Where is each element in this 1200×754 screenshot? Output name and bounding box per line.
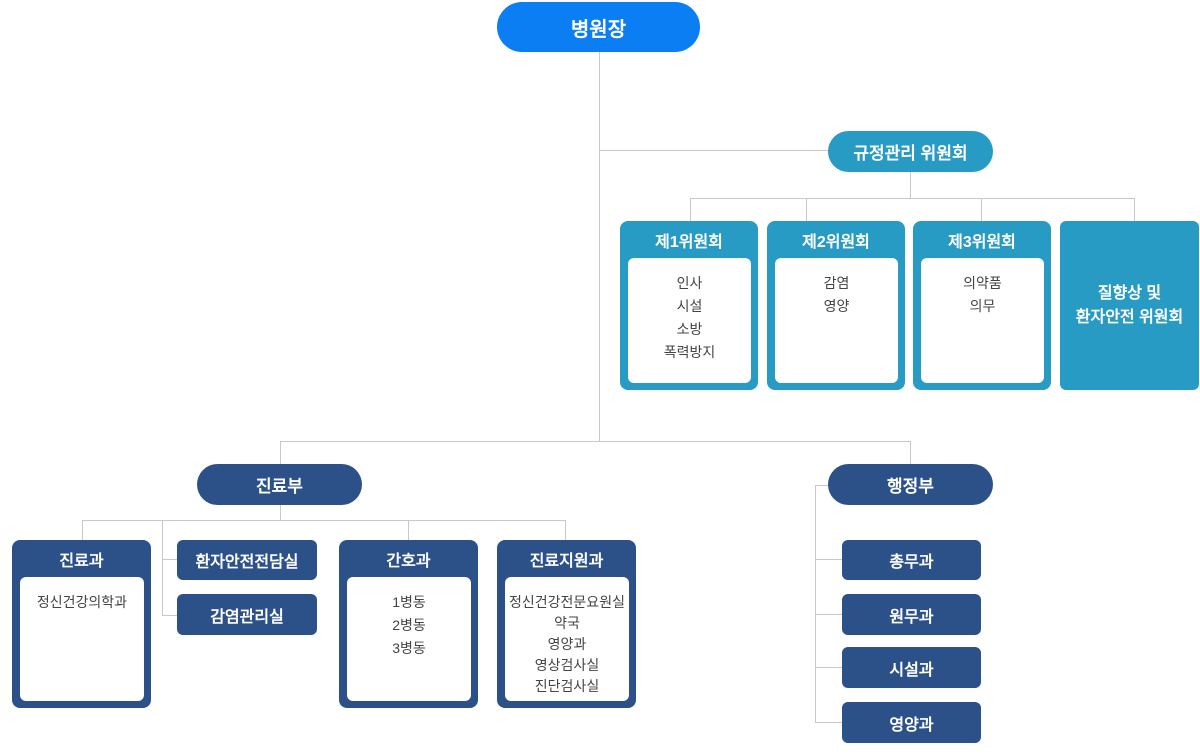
item: 2병동	[392, 617, 426, 633]
item: 영양	[823, 298, 850, 314]
item: 의약품	[963, 275, 1002, 291]
nursing-items: 1병동 2병동 3병동	[347, 577, 471, 701]
medical-dept-node[interactable]: 진료부	[197, 464, 362, 505]
label-line: 질향상 및	[1097, 284, 1162, 302]
connector	[910, 172, 911, 198]
director-node[interactable]: 병원장	[497, 2, 700, 52]
connector	[690, 198, 691, 221]
subcommittee-3[interactable]: 제3위원회 의약품 의무	[913, 221, 1051, 390]
subcommittee-1[interactable]: 제1위원회 인사 시설 소방 폭력방지	[620, 221, 758, 390]
nursing-box[interactable]: 간호과 1병동 2병동 3병동	[339, 540, 478, 708]
item: 3병동	[392, 640, 426, 656]
item: 감염	[823, 275, 850, 291]
connector	[815, 667, 842, 668]
item: 영양과	[547, 636, 587, 652]
quality-safety-committee[interactable]: 질향상 및 환자안전 위원회	[1060, 221, 1199, 390]
admin-dept-node[interactable]: 행정부	[828, 464, 993, 505]
connector	[162, 615, 177, 616]
patient-safety-office[interactable]: 환자안전전담실	[177, 540, 317, 580]
clinic-items: 정신건강의학과	[20, 577, 144, 701]
subcommittee-2[interactable]: 제2위원회 감염 영양	[767, 221, 905, 390]
item: 약국	[554, 615, 580, 631]
connector	[815, 485, 828, 486]
general-affairs-node[interactable]: 총무과	[842, 540, 981, 580]
item: 인사	[676, 275, 703, 291]
connector	[162, 520, 163, 616]
nursing-title: 간호과	[386, 552, 431, 570]
support-title: 진료지원과	[529, 552, 604, 570]
connector	[910, 441, 911, 464]
connector	[280, 441, 911, 442]
item: 소방	[676, 321, 703, 337]
subcommittee-title: 제3위원회	[948, 233, 1016, 251]
clinic-title: 진료과	[59, 552, 104, 570]
connector	[408, 520, 409, 540]
clinic-box[interactable]: 진료과 정신건강의학과	[12, 540, 151, 708]
connector	[599, 150, 829, 151]
committee-node[interactable]: 규정관리 위원회	[828, 131, 993, 172]
facilities-node[interactable]: 시설과	[842, 647, 981, 688]
nutrition-node[interactable]: 영양과	[842, 702, 981, 743]
support-items: 정신건강전문요원실 약국 영양과 영상검사실 진단검사실	[505, 577, 629, 701]
subcommittee-title: 제2위원회	[802, 233, 870, 251]
connector	[815, 559, 842, 560]
item: 의무	[969, 298, 996, 314]
item: 시설	[676, 298, 703, 314]
item: 영상검사실	[534, 657, 600, 673]
item: 정신건강의학과	[36, 594, 128, 610]
label-line: 환자안전 위원회	[1075, 308, 1184, 326]
patient-affairs-node[interactable]: 원무과	[842, 594, 981, 635]
connector	[162, 559, 177, 560]
connector	[690, 198, 1135, 199]
connector	[1134, 198, 1135, 221]
subcommittee-items: 인사 시설 소방 폭력방지	[628, 258, 751, 383]
item: 폭력방지	[663, 344, 716, 360]
connector	[82, 520, 83, 540]
connector	[815, 614, 842, 615]
connector	[599, 52, 600, 442]
connector	[280, 441, 281, 464]
subcommittee-items: 감염 영양	[775, 258, 898, 383]
subcommittee-items: 의약품 의무	[921, 258, 1044, 383]
connector	[815, 485, 816, 722]
connector	[815, 722, 842, 723]
subcommittee-title: 제1위원회	[655, 233, 723, 251]
support-box[interactable]: 진료지원과 정신건강전문요원실 약국 영양과 영상검사실 진단검사실	[497, 540, 636, 708]
connector	[981, 198, 982, 221]
connector	[82, 520, 566, 521]
infection-control-office[interactable]: 감염관리실	[177, 594, 317, 635]
connector	[565, 520, 566, 540]
item: 1병동	[392, 594, 426, 610]
connector	[280, 505, 281, 520]
item: 진단검사실	[534, 678, 600, 694]
item: 정신건강전문요원실	[509, 594, 625, 610]
connector	[806, 198, 807, 221]
